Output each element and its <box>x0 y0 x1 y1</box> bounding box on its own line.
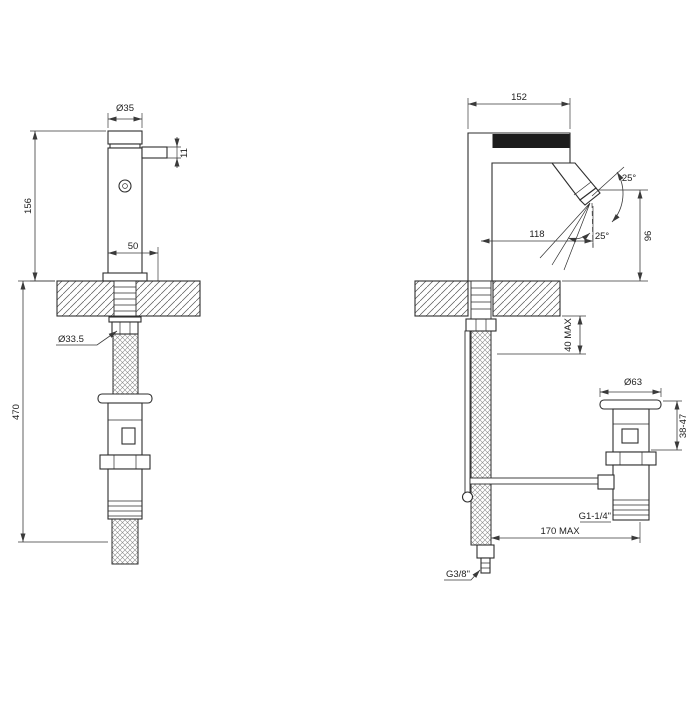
front-dimensions: Ø35 11 156 50 Ø33.5 470 <box>11 103 190 543</box>
front-drain-cap <box>97 393 153 404</box>
side-countertop <box>414 280 561 332</box>
front-threaded-shank <box>113 280 137 317</box>
side-view: 25° 25° <box>414 92 689 581</box>
front-countertop <box>56 280 201 317</box>
spray-angle-annotations: 25° 25° <box>567 171 637 243</box>
front-handle-lever <box>141 146 168 159</box>
side-handle <box>492 134 570 148</box>
popup-rod-linkage <box>461 330 613 503</box>
label-drain-thread: G1-1/4" <box>579 511 611 522</box>
dim-side-projection: 152 <box>511 92 527 103</box>
dim-front-height: 156 <box>23 198 34 214</box>
front-hose-upper <box>112 333 139 395</box>
drain-cap <box>599 399 662 410</box>
front-locknut <box>108 316 142 335</box>
front-popup-drain <box>97 393 153 520</box>
side-threaded-shank <box>470 280 492 320</box>
label-hose-thread: G3/8" <box>446 569 470 580</box>
side-hose-end-fitting <box>476 544 495 574</box>
front-hose-lower <box>111 518 139 565</box>
popup-link-bar <box>469 477 613 485</box>
side-drain-assembly <box>597 399 662 521</box>
dim-front-top-diameter: Ø35 <box>116 103 134 114</box>
dim-drain-cap-diameter: Ø63 <box>624 377 642 388</box>
dim-deck-thickness: 40 MAX <box>563 317 574 351</box>
dim-front-total-depth: 470 <box>11 404 22 420</box>
side-dimensions: 152 118 96 40 MAX Ø63 38-47 G1-1/4" <box>444 92 689 581</box>
popup-pivot <box>461 491 474 503</box>
front-view: Ø35 11 156 50 Ø33.5 470 <box>11 103 201 565</box>
dim-side-spray-reach: 118 <box>529 229 544 240</box>
dim-front-offset: 50 <box>128 241 139 252</box>
side-hose <box>470 330 492 546</box>
dim-front-lever-thickness: 11 <box>179 148 190 158</box>
side-aerator-tip <box>579 187 601 206</box>
side-locknut <box>465 318 497 332</box>
dim-link-reach: 170 MAX <box>540 526 580 537</box>
dim-spray-angle-upper: 25° <box>622 173 637 184</box>
drain-ball-joint <box>597 474 615 490</box>
front-base-flange <box>102 272 148 282</box>
front-drain-nut <box>99 454 151 470</box>
front-aerator-circle <box>118 179 132 193</box>
dim-drain-height-range: 38-47 <box>678 414 689 438</box>
dim-side-outlet-height: 96 <box>643 231 654 242</box>
drain-nut <box>605 451 657 466</box>
dim-spray-angle-lower: 25° <box>595 231 610 242</box>
side-faucet-body <box>467 132 601 282</box>
front-faucet-body <box>102 130 168 282</box>
popup-rod <box>464 330 471 494</box>
dim-front-shank-diameter: Ø33.5 <box>58 334 84 345</box>
